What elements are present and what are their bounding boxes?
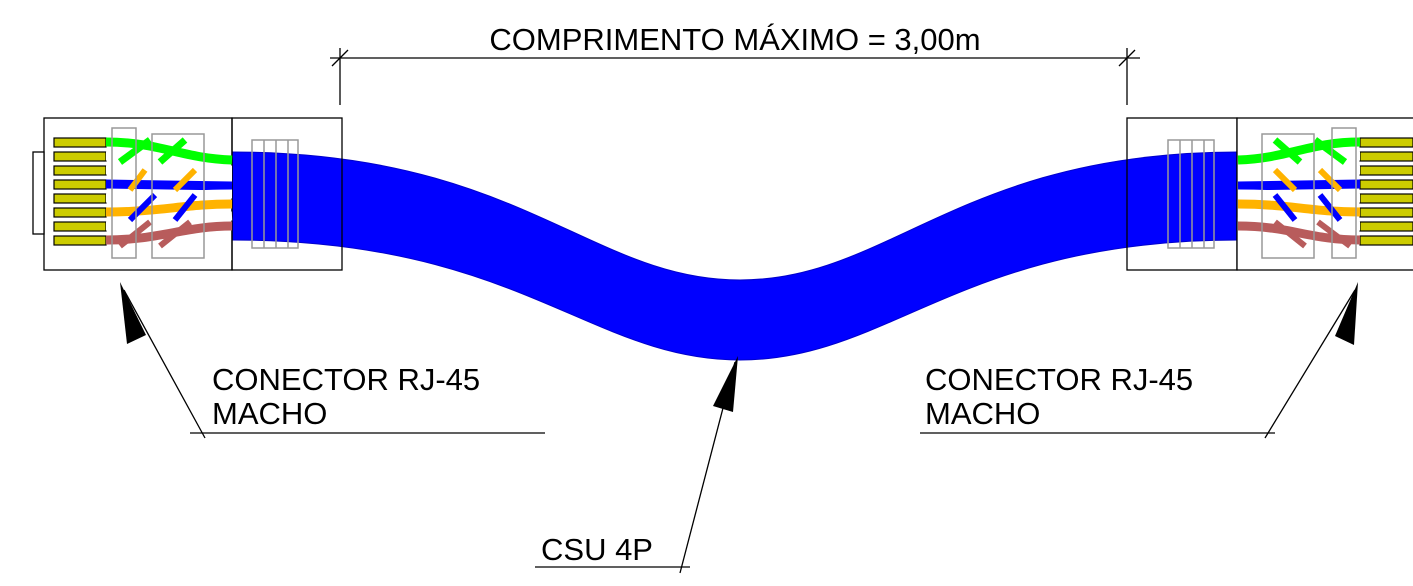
right-connector-label-line1: CONECTOR RJ-45 <box>925 362 1193 397</box>
right-connector-label-line2: MACHO <box>925 396 1040 431</box>
arrowheads <box>120 282 1358 412</box>
dimension-label: COMPRIMENTO MÁXIMO = 3,00m <box>489 22 980 57</box>
right-connector-clamps <box>1167 127 1357 259</box>
cable-label: CSU 4P <box>541 532 653 567</box>
left-connector-pins <box>53 137 107 246</box>
left-connector-label-line2: MACHO <box>212 396 327 431</box>
leader-lines <box>123 289 1356 574</box>
right-connector-pins <box>1359 137 1413 246</box>
cable-body <box>231 151 1239 361</box>
left-connector-clamps <box>111 127 299 259</box>
left-rj45-connector <box>32 117 343 271</box>
right-rj45-connector <box>1126 117 1413 271</box>
right-connector-wires <box>1237 137 1361 249</box>
left-connector-wires <box>105 137 233 249</box>
dimension-line <box>330 48 1140 105</box>
left-connector-label-line1: CONECTOR RJ-45 <box>212 362 480 397</box>
